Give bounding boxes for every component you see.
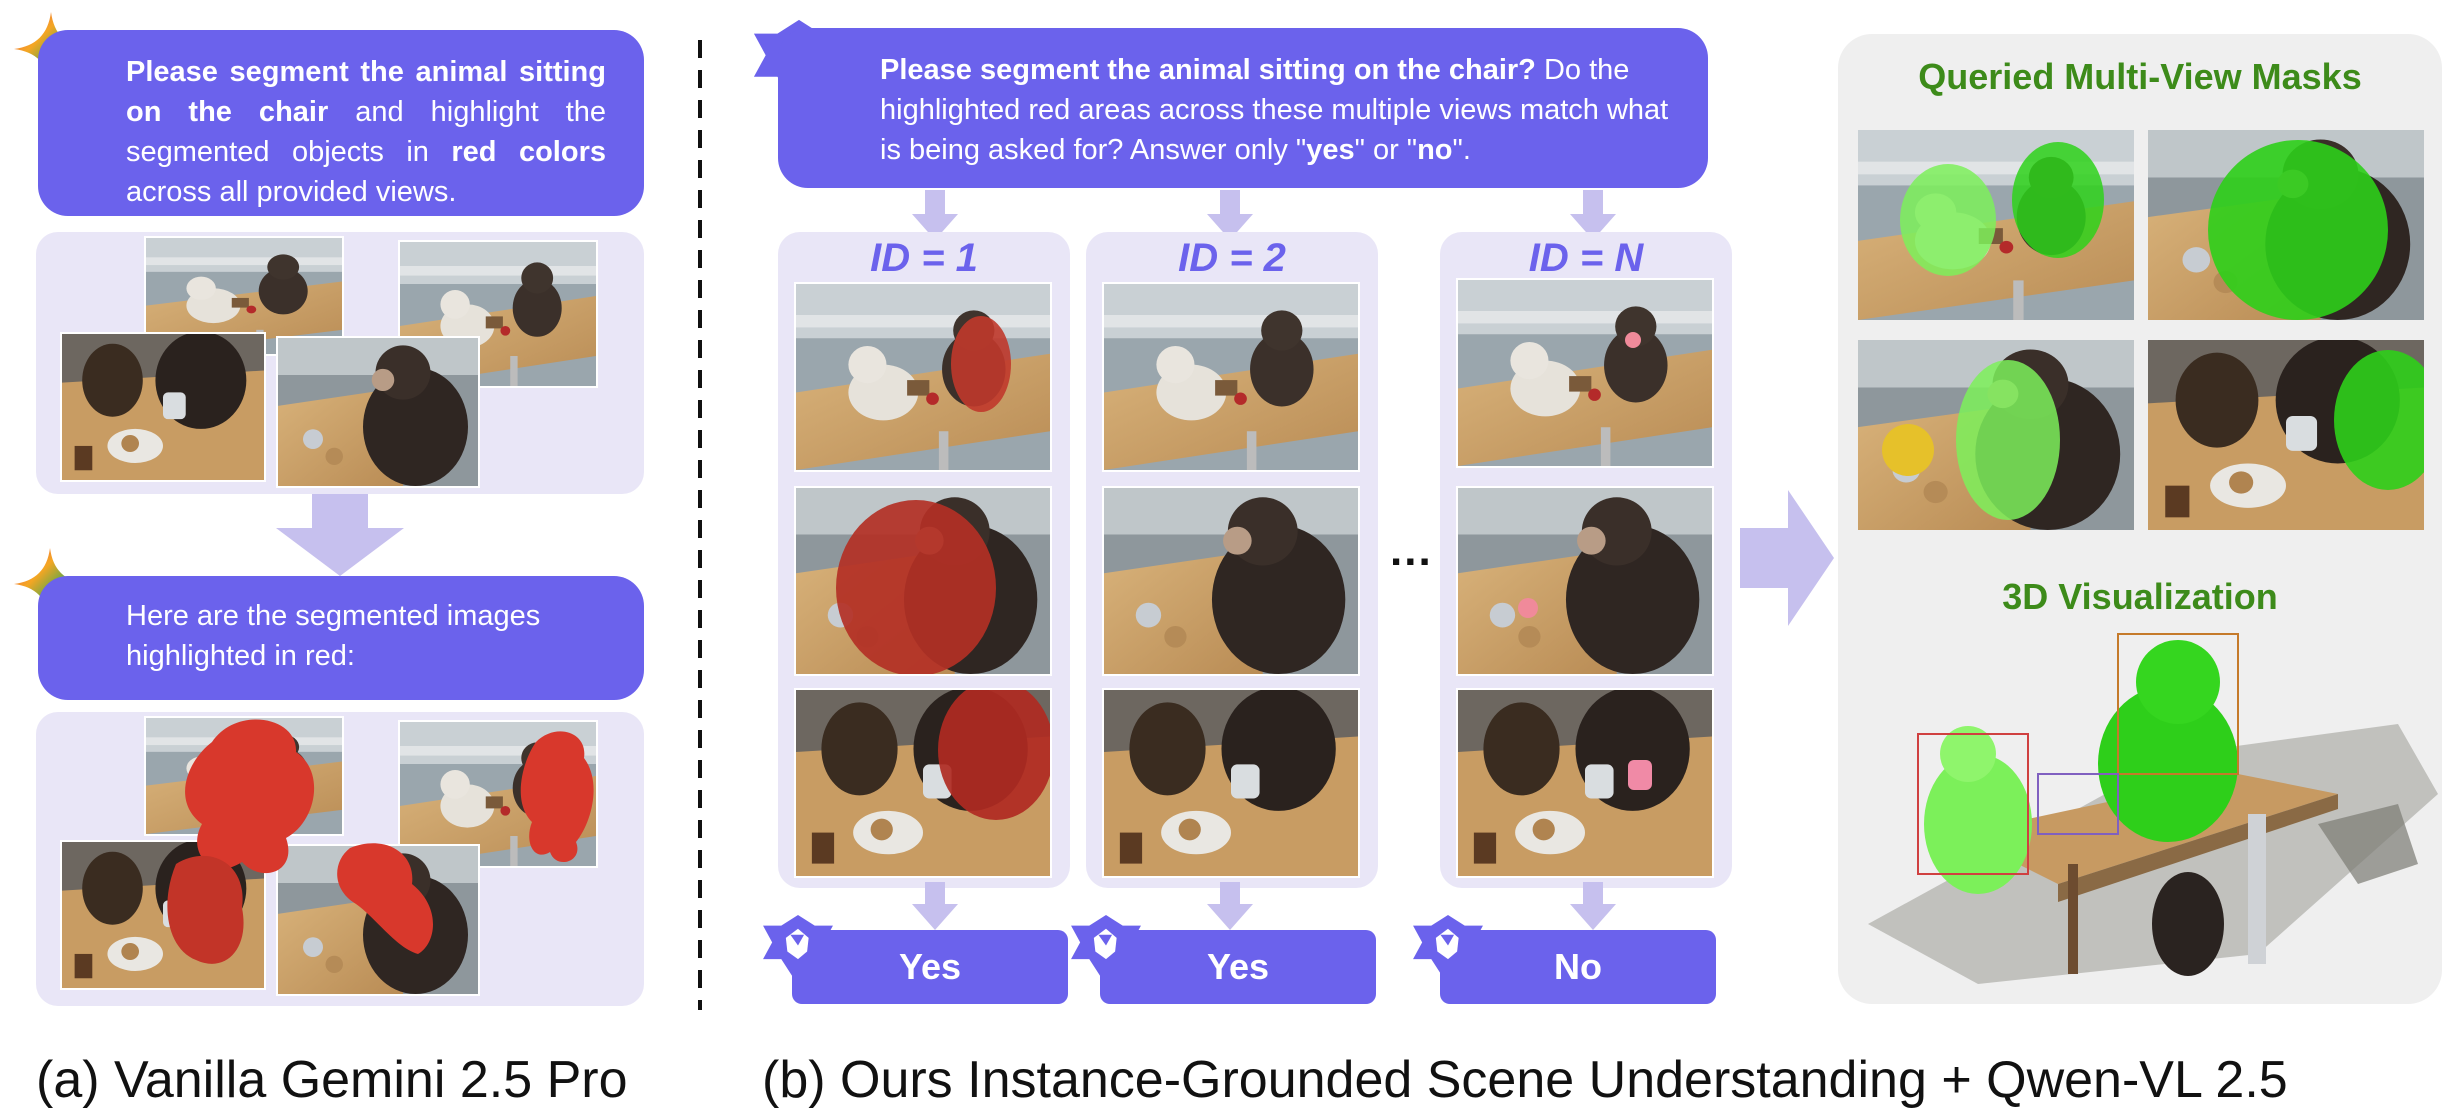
viz-title: 3D Visualization <box>2002 576 2278 617</box>
3d-pointcloud-visualization <box>1868 633 2438 984</box>
middle-prompt-bold-2: yes <box>1306 134 1355 166</box>
caption-a: (a) Vanilla Gemini 2.5 Pro <box>36 1051 628 1109</box>
qwen-icon <box>760 912 836 988</box>
left-input-views-panel <box>36 232 644 494</box>
instance-column-1: ID = 1 <box>778 232 1070 888</box>
masked-view-photo <box>794 486 1052 676</box>
green-mask-view <box>1858 340 2134 530</box>
input-view-photo <box>398 240 598 388</box>
left-prompt-bubble: Please segment the animal sitting on the… <box>38 30 644 216</box>
masks-title: Queried Multi-View Masks <box>1918 56 2362 97</box>
left-prompt-bold-1: Please segment the animal sitting on the… <box>126 56 606 128</box>
ellipsis: ... <box>1390 526 1433 575</box>
masked-view-photo <box>1456 688 1714 878</box>
left-prompt-bold-2: red colors <box>451 136 606 168</box>
down-arrow-icon <box>912 882 958 930</box>
down-arrow-icon <box>1207 882 1253 930</box>
down-arrow-icon <box>1570 882 1616 930</box>
middle-prompt-bubble: Please segment the animal sitting on the… <box>778 28 1708 188</box>
instance-column-2: ID = 2 <box>1086 232 1378 888</box>
right-arrow-icon <box>1740 490 1834 626</box>
left-reply-bubble: Here are the segmented images highlighte… <box>38 576 644 700</box>
down-arrow-icon <box>276 494 404 576</box>
green-mask-view <box>1858 130 2134 320</box>
masked-view-photo <box>1102 282 1360 472</box>
id-label: ID = N <box>1528 236 1644 280</box>
masked-view-photo <box>1456 278 1714 468</box>
answer-box-2: Yes <box>1100 930 1376 1004</box>
caption-b: (b) Ours Instance-Grounded Scene Underst… <box>762 1051 2288 1109</box>
down-arrow-icon <box>912 190 958 240</box>
left-prompt-plain-1: and highlight the segmented objects in <box>126 96 607 168</box>
middle-prompt-plain-1: Do the highlighted red areas across thes… <box>880 54 1669 166</box>
left-prompt-plain-2: across all provided views. <box>126 176 457 208</box>
answer-box-1: Yes <box>792 930 1068 1004</box>
masked-view-photo <box>1102 486 1360 676</box>
left-prompt-text: Please segment the animal sitting on the… <box>126 52 606 212</box>
middle-prompt-bold-1: Please segment the animal sitting on the… <box>880 54 1536 86</box>
id-label: ID = 1 <box>870 236 978 280</box>
middle-prompt-text: Please segment the animal sitting on the… <box>880 50 1678 170</box>
output-view-photo <box>60 840 266 990</box>
answer-box-n: No <box>1440 930 1716 1004</box>
masked-view-photo <box>1456 486 1714 676</box>
input-view-photo <box>276 336 480 488</box>
id-label: ID = 2 <box>1178 236 1286 280</box>
middle-prompt-plain-3: ". <box>1452 134 1471 166</box>
masked-view-photo <box>794 688 1052 878</box>
left-output-views-panel <box>36 712 644 1006</box>
middle-prompt-plain-2: " or " <box>1354 134 1418 166</box>
green-mask-view <box>2148 340 2424 530</box>
masked-view-photo <box>794 282 1052 472</box>
down-arrow-icon <box>1570 190 1616 240</box>
green-mask-view <box>2148 130 2424 320</box>
right-results-panel: Queried Multi-View Masks 3D Visualizatio… <box>1838 34 2442 1004</box>
middle-prompt-bold-3: no <box>1417 134 1453 166</box>
instance-column-n: ID = N <box>1440 232 1732 888</box>
output-view-photo <box>398 720 598 868</box>
section-divider <box>698 40 702 1010</box>
down-arrow-icon <box>1207 190 1253 240</box>
left-reply-text: Here are the segmented images highlighte… <box>126 600 541 672</box>
red-mask-overlay <box>167 719 594 964</box>
masked-view-photo <box>1102 688 1360 878</box>
qwen-icon <box>1068 912 1144 988</box>
qwen-icon <box>1410 912 1486 988</box>
input-view-photo <box>60 332 266 482</box>
